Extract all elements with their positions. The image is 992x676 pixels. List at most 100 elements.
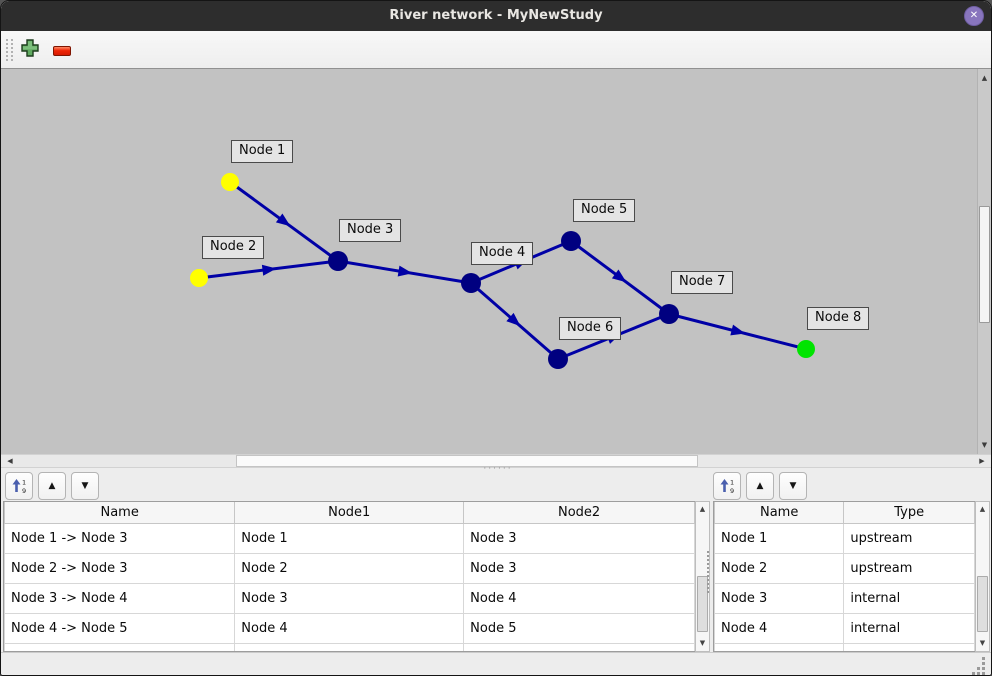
close-icon[interactable]: ✕ xyxy=(964,6,984,26)
branch-direction-arrow-icon xyxy=(261,264,277,276)
table-row[interactable]: Node 4 internal xyxy=(714,612,975,644)
cell-node1[interactable]: Node 3 xyxy=(234,582,465,614)
table-row[interactable] xyxy=(4,642,695,651)
node-label[interactable]: Node 4 xyxy=(471,242,534,265)
minus-icon xyxy=(53,46,71,56)
nodes-scroll-thumb[interactable] xyxy=(977,576,988,632)
table-row[interactable]: Node 1 -> Node 3 Node 1 Node 3 xyxy=(4,522,695,554)
column-header-node1[interactable]: Node1 xyxy=(234,502,465,524)
cell-name[interactable]: Node 4 -> Node 5 xyxy=(4,612,236,644)
vertical-scroll-thumb[interactable] xyxy=(979,206,990,323)
node-label[interactable]: Node 7 xyxy=(671,271,734,294)
scroll-up-icon[interactable]: ▲ xyxy=(699,505,706,513)
table-row[interactable]: Node 4 -> Node 5 Node 4 Node 5 xyxy=(4,612,695,644)
column-header-name[interactable]: Name xyxy=(4,502,236,524)
branch-direction-arrow-icon xyxy=(275,213,291,227)
cell-node2[interactable]: Node 3 xyxy=(463,552,695,584)
cell-name[interactable]: Node 3 -> Node 4 xyxy=(4,582,236,614)
cell-name[interactable]: Node 2 xyxy=(714,552,845,584)
panel-splitter-handle[interactable]: ······ xyxy=(483,464,513,474)
node-label[interactable]: Node 8 xyxy=(807,307,870,330)
cell-node1[interactable]: Node 4 xyxy=(234,612,465,644)
node-label[interactable]: Node 5 xyxy=(573,199,636,222)
toolbar-drag-handle[interactable] xyxy=(6,39,13,61)
svg-text:9: 9 xyxy=(730,487,734,494)
cell-node2[interactable]: Node 5 xyxy=(463,612,695,644)
svg-text:1: 1 xyxy=(22,479,26,487)
river-node[interactable] xyxy=(548,349,568,369)
branch-direction-arrow-icon xyxy=(611,269,627,283)
branches-move-down-button[interactable]: ▼ xyxy=(71,472,99,500)
nodes-table-scrollbar[interactable]: ▲ ▼ xyxy=(975,501,990,652)
branches-scroll-thumb[interactable] xyxy=(697,576,708,632)
svg-text:9: 9 xyxy=(22,487,26,494)
table-row[interactable]: Node 2 -> Node 3 Node 2 Node 3 xyxy=(4,552,695,584)
river-node[interactable] xyxy=(461,273,481,293)
horizontal-scroll-thumb[interactable] xyxy=(236,455,698,467)
nodes-move-down-button[interactable]: ▼ xyxy=(779,472,807,500)
branches-table-scrollbar[interactable]: ▲ ▼ xyxy=(695,501,710,652)
river-network-canvas[interactable]: Node 1 Node 2 Node 3 Node 4 Node 5 Node 6 Node… xyxy=(1,69,977,454)
nodes-sort-button[interactable]: 1 9 xyxy=(713,472,741,500)
remove-node-button[interactable] xyxy=(50,38,74,62)
down-triangle-icon: ▼ xyxy=(789,481,797,491)
cell-name[interactable]: Node 1 -> Node 3 xyxy=(4,522,236,554)
table-row[interactable] xyxy=(714,642,975,651)
river-node[interactable] xyxy=(561,231,581,251)
table-row[interactable]: Node 2 upstream xyxy=(714,552,975,584)
table-row[interactable]: Node 3 -> Node 4 Node 3 Node 4 xyxy=(4,582,695,614)
table-header-row: Name Type xyxy=(714,502,975,524)
canvas-horizontal-scrollbar[interactable]: ◀ ▶ xyxy=(1,454,991,468)
cell-type[interactable]: upstream xyxy=(843,552,975,584)
add-node-button[interactable] xyxy=(18,38,42,62)
canvas-vertical-scrollbar[interactable]: ▲ ▼ xyxy=(977,69,991,454)
branch-direction-arrow-icon xyxy=(506,312,521,327)
scroll-down-icon[interactable]: ▼ xyxy=(699,639,706,647)
table-row[interactable]: Node 3 internal xyxy=(714,582,975,614)
scroll-up-icon[interactable]: ▲ xyxy=(981,74,988,82)
titlebar[interactable]: River network - MyNewStudy ✕ xyxy=(1,1,991,31)
branch-direction-arrow-icon xyxy=(397,265,413,277)
nodes-move-up-button[interactable]: ▲ xyxy=(746,472,774,500)
svg-text:1: 1 xyxy=(730,479,734,487)
cell-name[interactable]: Node 3 xyxy=(714,582,845,614)
cell-node2[interactable]: Node 4 xyxy=(463,582,695,614)
cell-name[interactable]: Node 2 -> Node 3 xyxy=(4,552,236,584)
table-row[interactable]: Node 1 upstream xyxy=(714,522,975,554)
scroll-right-icon[interactable]: ▶ xyxy=(979,457,985,465)
cell-node2[interactable]: Node 3 xyxy=(463,522,695,554)
cell-type[interactable]: upstream xyxy=(843,522,975,554)
river-node[interactable] xyxy=(221,173,239,191)
branches-move-up-button[interactable]: ▲ xyxy=(38,472,66,500)
river-node[interactable] xyxy=(659,304,679,324)
scroll-down-icon[interactable]: ▼ xyxy=(979,639,986,647)
main-toolbar xyxy=(1,31,991,69)
column-header-node2[interactable]: Node2 xyxy=(463,502,695,524)
column-header-type[interactable]: Type xyxy=(843,502,975,524)
table-splitter-handle[interactable] xyxy=(707,551,712,593)
scroll-up-icon[interactable]: ▲ xyxy=(979,505,986,513)
cell-type[interactable]: internal xyxy=(843,612,975,644)
scroll-left-icon[interactable]: ◀ xyxy=(7,457,13,465)
cell-node1[interactable]: Node 1 xyxy=(234,522,465,554)
branches-table: Name Node1 Node2 Node 1 -> Node 3 Node 1… xyxy=(3,501,696,652)
status-bar xyxy=(1,652,991,675)
cell-node1[interactable]: Node 2 xyxy=(234,552,465,584)
column-header-name[interactable]: Name xyxy=(714,502,845,524)
resize-grip[interactable] xyxy=(982,667,985,670)
node-label[interactable]: Node 3 xyxy=(339,219,402,242)
river-node[interactable] xyxy=(797,340,815,358)
cell-name[interactable]: Node 1 xyxy=(714,522,845,554)
up-triangle-icon: ▲ xyxy=(48,481,56,491)
branches-sort-button[interactable]: 1 9 xyxy=(5,472,33,500)
scroll-down-icon[interactable]: ▼ xyxy=(981,441,988,449)
river-node[interactable] xyxy=(328,251,348,271)
cell-type[interactable]: internal xyxy=(843,582,975,614)
node-label[interactable]: Node 1 xyxy=(231,140,294,163)
node-label[interactable]: Node 2 xyxy=(202,236,265,259)
node-label[interactable]: Node 6 xyxy=(559,317,622,340)
cell-name[interactable]: Node 4 xyxy=(714,612,845,644)
window-title: River network - MyNewStudy xyxy=(389,8,603,23)
river-node[interactable] xyxy=(190,269,208,287)
